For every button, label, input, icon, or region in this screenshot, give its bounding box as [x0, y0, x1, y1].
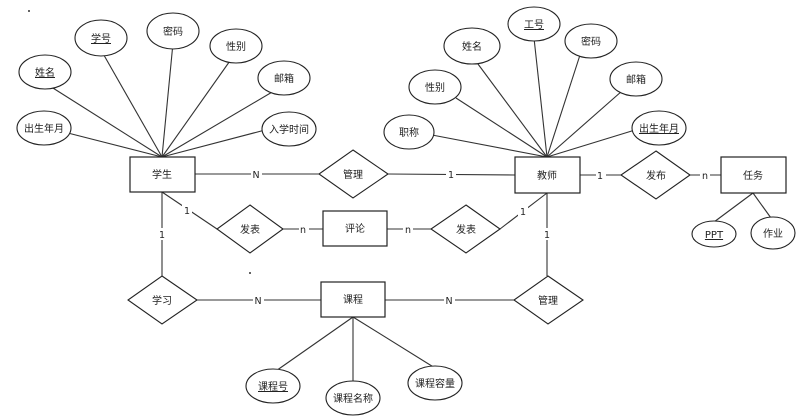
edge-teacher-tno — [533, 37, 548, 158]
edge-student-gender — [161, 57, 233, 158]
edge-student-sno — [100, 49, 163, 158]
svg-text:发布: 发布 — [646, 169, 666, 182]
card-teacher-publish: 1 — [597, 171, 603, 182]
edge-teacher-title — [431, 134, 548, 158]
relationship-student-post: 发表 — [216, 204, 284, 254]
edge-task-ppt — [713, 192, 754, 223]
stray-dot — [249, 272, 251, 274]
svg-text:姓名: 姓名 — [462, 40, 482, 53]
entity-teacher: 教师 — [514, 156, 581, 194]
course-attributes: 课程号 课程名称 课程容量 — [245, 365, 463, 416]
relationship-manage-top: 管理 — [318, 149, 389, 199]
svg-text:姓名: 姓名 — [35, 66, 55, 79]
relationship-study: 学习 — [127, 275, 198, 325]
student-attributes: 学号 密码 姓名 性别 邮箱 出生年月 入学时间 — [16, 12, 317, 147]
card-student-manage: N — [252, 170, 259, 181]
edge-course-capacity — [352, 316, 436, 369]
svg-text:性别: 性别 — [425, 81, 445, 94]
edge-teacher-name — [474, 59, 548, 158]
svg-text:出生年月: 出生年月 — [639, 122, 679, 135]
svg-text:评论: 评论 — [345, 222, 365, 235]
svg-text:课程容量: 课程容量 — [415, 377, 455, 390]
attr-teacher-pwd: 密码 — [564, 23, 618, 59]
relationship-manage-bottom: 管理 — [513, 275, 584, 325]
card-study-course: N — [254, 296, 261, 307]
card-student-study: 1 — [159, 230, 165, 241]
attr-student-email: 邮箱 — [257, 60, 311, 96]
edge-student-name — [44, 82, 163, 158]
edge-course-cno — [272, 316, 354, 374]
card-manage-teacher: 1 — [448, 170, 454, 181]
relationship-teacher-post: 发表 — [430, 204, 501, 254]
card-student-post: 1 — [184, 206, 190, 217]
svg-text:发表: 发表 — [240, 223, 260, 236]
entity-course: 课程 — [320, 281, 386, 318]
edge-teacher-gender — [455, 97, 548, 158]
svg-text:学习: 学习 — [152, 294, 172, 307]
card-post-teacher: 1 — [520, 207, 526, 218]
attr-teacher-gender: 性别 — [408, 69, 462, 105]
attr-teacher-name: 姓名 — [443, 27, 501, 65]
attr-course-cname: 课程名称 — [325, 380, 381, 416]
svg-text:发表: 发表 — [456, 223, 476, 236]
entity-task: 任务 — [720, 156, 787, 194]
relationship-publish: 发布 — [620, 150, 691, 200]
edge-teacher-pwd — [546, 54, 581, 158]
attr-course-cno: 课程号 — [245, 368, 301, 404]
svg-text:PPT: PPT — [705, 230, 724, 241]
attr-student-gender: 性别 — [209, 28, 263, 64]
svg-text:课程: 课程 — [343, 294, 363, 306]
attr-teacher-title: 职称 — [383, 114, 435, 150]
entity-comment: 评论 — [322, 210, 388, 247]
svg-text:密码: 密码 — [163, 25, 183, 38]
svg-text:邮箱: 邮箱 — [274, 72, 294, 85]
entity-student: 学生 — [129, 156, 196, 193]
svg-text:邮箱: 邮箱 — [626, 73, 646, 86]
card-manage-teacher-bottom: 1 — [544, 230, 550, 241]
attr-student-pwd: 密码 — [146, 12, 200, 50]
card-post-comment: n — [300, 225, 306, 236]
svg-text:学号: 学号 — [91, 32, 111, 45]
edge-task-homework — [752, 192, 772, 219]
svg-text:出生年月: 出生年月 — [24, 122, 64, 135]
attr-task-ppt: PPT — [691, 220, 737, 248]
attr-teacher-birth: 出生年月 — [631, 110, 687, 146]
task-attributes: PPT 作业 — [691, 216, 796, 250]
svg-text:课程号: 课程号 — [258, 381, 288, 393]
svg-text:职称: 职称 — [399, 126, 419, 139]
card-course-manage: N — [445, 296, 452, 307]
svg-text:工号: 工号 — [524, 19, 544, 31]
svg-text:学生: 学生 — [152, 168, 172, 181]
cardinalities: N 1 1 n 1 n n 1 1 N N 1 — [157, 168, 710, 307]
attr-student-enroll: 入学时间 — [261, 111, 317, 147]
edge-teacher-birth — [546, 129, 636, 158]
edge-teacher-email — [546, 90, 623, 158]
attr-teacher-tno: 工号 — [507, 6, 561, 42]
card-comment-post: n — [405, 225, 411, 236]
svg-text:任务: 任务 — [743, 169, 763, 182]
edge-student-email — [161, 87, 280, 158]
card-publish-task: n — [702, 171, 708, 182]
edge-student-enroll — [161, 129, 266, 158]
attr-teacher-email: 邮箱 — [609, 61, 663, 97]
edge-student-birth — [59, 130, 163, 158]
svg-text:入学时间: 入学时间 — [269, 123, 309, 136]
svg-text:教师: 教师 — [537, 169, 557, 182]
teacher-attributes: 姓名 工号 密码 性别 邮箱 职称 出生年月 — [383, 6, 687, 150]
svg-text:管理: 管理 — [343, 168, 363, 181]
attr-student-sno: 学号 — [74, 19, 128, 57]
svg-text:管理: 管理 — [538, 294, 558, 307]
attr-student-birth: 出生年月 — [16, 110, 72, 146]
svg-text:密码: 密码 — [581, 35, 601, 48]
edge-student-pwd — [161, 42, 174, 158]
attr-student-name: 姓名 — [18, 54, 72, 90]
svg-text:性别: 性别 — [226, 40, 246, 53]
attr-course-capacity: 课程容量 — [407, 365, 463, 401]
svg-text:课程名称: 课程名称 — [333, 392, 373, 405]
attr-task-homework: 作业 — [750, 216, 796, 250]
stray-dot — [28, 10, 30, 12]
edges — [44, 37, 772, 381]
svg-text:作业: 作业 — [763, 228, 783, 240]
